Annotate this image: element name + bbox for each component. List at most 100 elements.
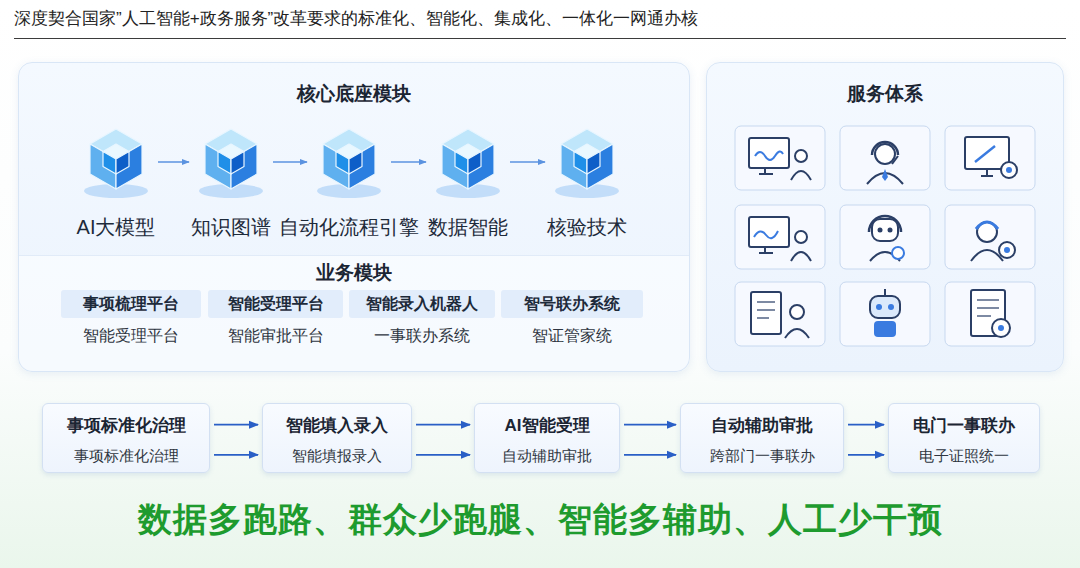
module-card: 事项梳理平台智能受理平台	[61, 290, 201, 352]
robot-head	[870, 296, 900, 318]
module-panel: 核心底座模块AI大模型知识图谱自动化流程引擎数据智能核验技术业务模块事项梳理平台…	[18, 62, 690, 372]
robot-body	[870, 252, 900, 261]
flow-arrow	[848, 454, 884, 456]
card-title: 智号联办系统	[501, 290, 643, 318]
tie-symbol	[882, 169, 888, 181]
gear-symbol	[1001, 162, 1017, 178]
wave-symbol	[755, 151, 783, 160]
module-card: 智能录入机器人一事联办系统	[349, 290, 495, 352]
flow-arrow	[416, 424, 470, 426]
robot-head	[872, 219, 898, 241]
card-frame	[945, 282, 1035, 346]
document-symbol	[751, 292, 781, 334]
gear-hub	[1006, 167, 1012, 173]
cube-node: 数据智能	[430, 125, 506, 199]
robot-eye	[888, 228, 893, 233]
person-head	[795, 150, 807, 162]
cube-label: 数据智能	[428, 215, 508, 239]
gear-hub	[1004, 247, 1010, 253]
monitor-stand	[759, 247, 773, 253]
flow-arrow	[214, 424, 258, 426]
person-body	[791, 171, 811, 180]
card-title: 智能录入机器人	[349, 290, 495, 318]
cube-label: 知识图谱	[191, 215, 271, 239]
screen-stand	[981, 169, 993, 176]
card-frame	[945, 126, 1035, 190]
monitor-symbol	[749, 138, 789, 168]
cube-label: 核验技术	[547, 215, 627, 239]
card-frame	[735, 205, 825, 269]
flow-arrow	[158, 161, 189, 163]
icon-card	[945, 205, 1035, 269]
monitor-stand	[759, 168, 773, 174]
step-subtitle: 自动辅助审批	[475, 445, 619, 467]
step-subtitle: 事项标准化治理	[43, 445, 209, 467]
cube-face	[103, 152, 116, 175]
card-subtitle: 智能受理平台	[61, 321, 201, 351]
icon-card	[840, 126, 930, 190]
cube-face	[231, 152, 244, 175]
gear-symbol	[999, 242, 1015, 258]
card-subtitle: 一事联办系统	[349, 321, 495, 351]
step-title: 自动辅助审批	[681, 414, 843, 438]
icon-card	[840, 205, 930, 269]
robot-antenna	[884, 289, 886, 296]
step-title: AI智能受理	[475, 414, 619, 438]
step-title: 智能填入录入	[263, 414, 411, 438]
step-title: 事项标准化治理	[43, 414, 209, 438]
gear-symbol	[992, 319, 1010, 337]
panel-heading: 服务体系	[707, 81, 1063, 107]
process-box: 智能填入录入智能填报录入	[262, 403, 412, 473]
module-card: 智能受理平台智能审批平台	[208, 290, 343, 352]
module-panel: 服务体系	[706, 62, 1064, 372]
card-frame	[735, 282, 825, 346]
card-frame	[945, 205, 1035, 269]
gear-hub	[998, 325, 1004, 331]
icon-card	[945, 126, 1035, 190]
step-subtitle: 跨部门一事联办	[681, 445, 843, 467]
cube-node: 自动化流程引擎	[311, 125, 387, 199]
module-band: 业务模块事项梳理平台智能受理平台智能受理平台智能审批平台智能录入机器人一事联办系…	[19, 255, 689, 371]
process-box: AI智能受理自动辅助审批	[474, 403, 620, 473]
person-body	[791, 252, 811, 261]
flow-arrow	[624, 454, 676, 456]
process-box: 自动辅助审批跨部门一事联办	[680, 403, 844, 473]
flow-arrow	[214, 454, 258, 456]
person-body	[785, 329, 809, 338]
cube-icon	[311, 125, 387, 199]
screen-symbol	[965, 137, 1009, 169]
card-subtitle: 智证管家统	[501, 321, 643, 351]
card-frame	[840, 282, 930, 346]
person-head	[977, 222, 997, 242]
step-subtitle: 电子证照统一	[889, 445, 1039, 467]
flow-arrow	[624, 424, 676, 426]
cube-icon	[193, 125, 269, 199]
robot-eye	[878, 228, 883, 233]
wave-symbol	[754, 231, 778, 238]
agent-body	[867, 173, 903, 184]
cube-face	[218, 152, 231, 175]
cube-node: AI大模型	[78, 125, 154, 199]
cube-face	[455, 152, 468, 175]
icon-card	[840, 282, 930, 346]
step-subtitle: 智能填报录入	[263, 445, 411, 467]
person-body	[971, 250, 1003, 261]
robot-body	[874, 321, 896, 337]
process-box: 电门一事联办电子证照统一	[888, 403, 1040, 473]
cube-label: AI大模型	[77, 215, 156, 239]
icon-card	[735, 126, 825, 190]
slogan-caption: 数据多跑路、群众少跑腿、智能多辅助、人工少干预	[0, 497, 1080, 541]
cube-icon	[78, 125, 154, 199]
monitor-symbol	[749, 217, 789, 247]
flow-arrow	[848, 424, 884, 426]
cube-face	[116, 152, 129, 175]
cube-icon	[430, 125, 506, 199]
robot-eye	[888, 304, 894, 310]
band-heading: 业务模块	[19, 260, 689, 286]
gear-symbol	[892, 247, 904, 259]
pen-symbol	[975, 146, 995, 162]
cube-node: 知识图谱	[193, 125, 269, 199]
